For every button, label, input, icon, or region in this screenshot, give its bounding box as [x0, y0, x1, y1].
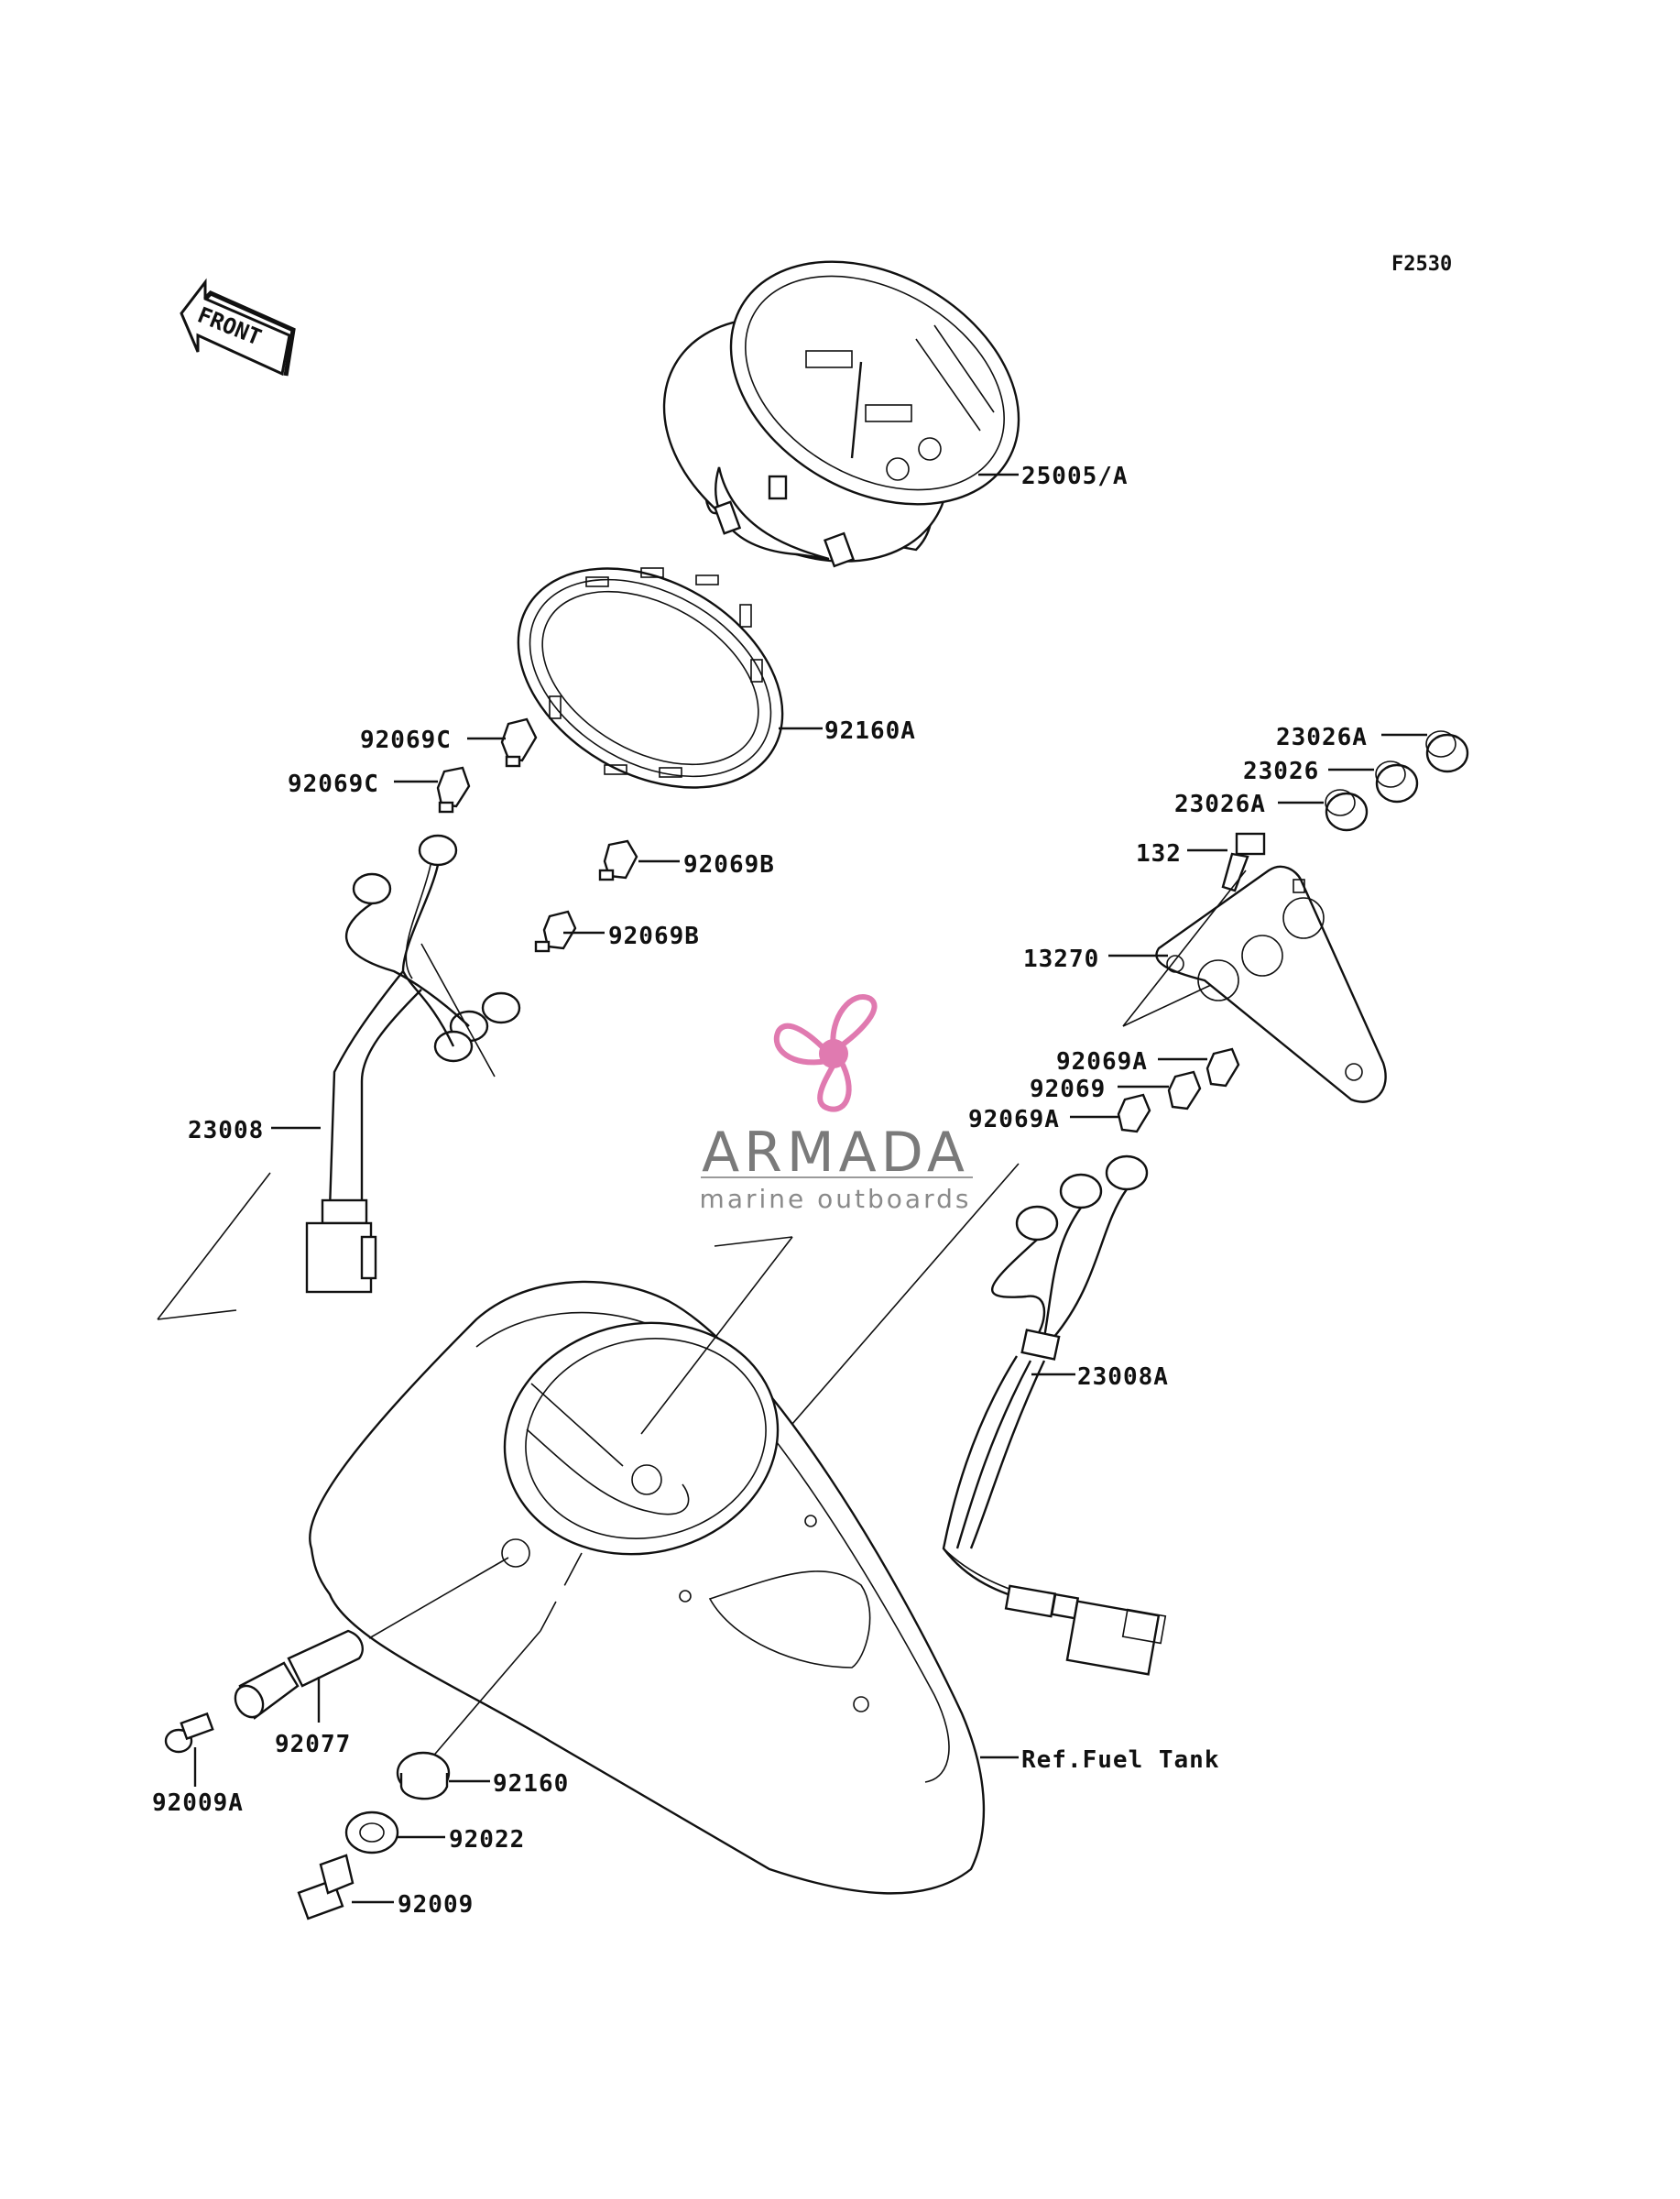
- callout-meter-assembly: 25005/A: [1021, 463, 1129, 490]
- lens-a1: [1425, 730, 1469, 773]
- screw: [297, 1854, 355, 1920]
- watermark-subtitle: marine outboards: [700, 1184, 972, 1214]
- diagram-code: F2530: [1391, 253, 1452, 276]
- front-arrow-icon: FRONT: [180, 278, 296, 377]
- bulb-b2: [534, 910, 577, 953]
- callout-bulb-a1: 92069A: [1056, 1048, 1148, 1076]
- callout-meter-ring: 92160A: [824, 717, 916, 745]
- callout-lens-a1: 23026A: [1276, 724, 1368, 751]
- lens-a2: [1325, 789, 1369, 832]
- callout-bolt: 132: [1136, 840, 1182, 868]
- bolt: [1221, 832, 1266, 892]
- callout-lens: 23026: [1243, 758, 1319, 785]
- bracket: [1155, 865, 1387, 1103]
- bulb-a1: [1205, 1047, 1240, 1088]
- callout-screw: 92009: [398, 1891, 474, 1919]
- harness-right: [942, 1154, 1167, 1676]
- washer: [344, 1811, 399, 1854]
- bulb-a2: [1117, 1093, 1151, 1133]
- callout-lens-a2: 23026A: [1174, 791, 1266, 818]
- callout-harness-right: 23008A: [1077, 1363, 1169, 1391]
- callout-damper: 92160: [493, 1770, 569, 1798]
- callout-bulb-a2: 92069A: [968, 1106, 1060, 1133]
- callout-cable-fitting: 92077: [275, 1731, 351, 1758]
- bulb-c2: [436, 766, 471, 814]
- meter-assembly: [662, 260, 1020, 568]
- callout-bracket: 13270: [1023, 946, 1099, 973]
- lens: [1375, 760, 1419, 804]
- cable-fitting: [234, 1629, 364, 1720]
- bulb-plain: [1167, 1070, 1202, 1110]
- screw-a: [164, 1712, 214, 1754]
- callout-washer: 92022: [449, 1826, 525, 1854]
- fuel-tank-cover: [309, 1280, 986, 1895]
- callout-ref-fuel-tank: Ref.Fuel Tank: [1021, 1746, 1220, 1774]
- callout-bulb-c1: 92069C: [360, 727, 452, 754]
- harness-left: [305, 834, 521, 1294]
- damper: [396, 1751, 451, 1800]
- watermark-title: ARMADA: [702, 1121, 969, 1185]
- propeller-logo-icon: [774, 994, 878, 1112]
- callout-screw-a: 92009A: [152, 1789, 244, 1817]
- callout-bulb-b1: 92069B: [683, 851, 775, 879]
- watermark: ARMADA marine outboards: [700, 994, 973, 1214]
- callout-bulb-plain: 92069: [1030, 1076, 1106, 1103]
- bulb-c1: [500, 717, 538, 768]
- bulb-b1: [598, 839, 638, 881]
- callout-bulb-c2: 92069C: [288, 771, 379, 798]
- meter-ring: [517, 567, 784, 789]
- callout-bulb-b2: 92069B: [608, 923, 700, 950]
- callout-harness-left: 23008: [188, 1117, 264, 1144]
